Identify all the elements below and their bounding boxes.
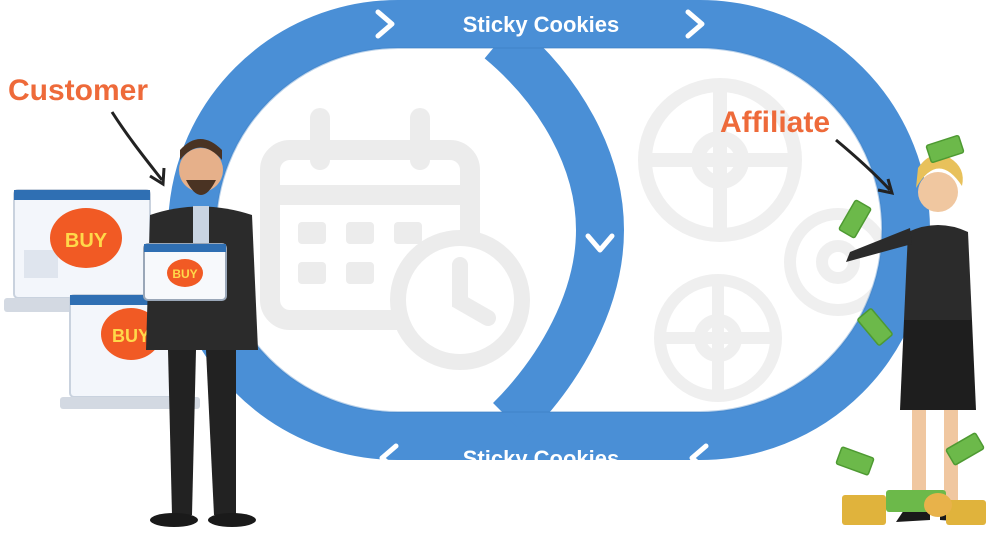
loop-inner-edge (215, 47, 883, 413)
pointer-arrow (835, 138, 892, 192)
calendar-grid (298, 222, 422, 284)
pointer-arrow (110, 111, 164, 181)
chevron-left-icon (379, 443, 399, 473)
pointer-arrowhead (877, 178, 895, 195)
loop-label-top: Sticky Cookies (463, 12, 620, 37)
clock-icon (390, 230, 530, 370)
tablet-icon: BUY (143, 243, 227, 301)
affiliate-figure (846, 154, 976, 522)
chevron-right-icon (685, 9, 705, 39)
buy-bubble: BUY (101, 308, 161, 360)
gear-icon (638, 78, 802, 242)
buy-bubble: BUY (50, 208, 122, 268)
chevron-down-icon (585, 233, 615, 253)
dollar-bill-icon (835, 134, 985, 476)
sticky-cookies-loop (168, 0, 930, 460)
buy-text: BUY (65, 230, 108, 252)
loop-label-bottom: Sticky Cookies (463, 446, 620, 471)
buy-text: BUY (112, 326, 150, 346)
chevron-left-icon (689, 443, 709, 473)
coin-stack-icon (842, 490, 986, 525)
customer-label: Customer (8, 74, 148, 107)
gear-icon (654, 274, 782, 402)
chevron-right-icon (375, 9, 395, 39)
buy-text: BUY (172, 267, 197, 281)
pointer-arrowhead (149, 167, 166, 187)
affiliate-label: Affiliate (720, 106, 830, 139)
